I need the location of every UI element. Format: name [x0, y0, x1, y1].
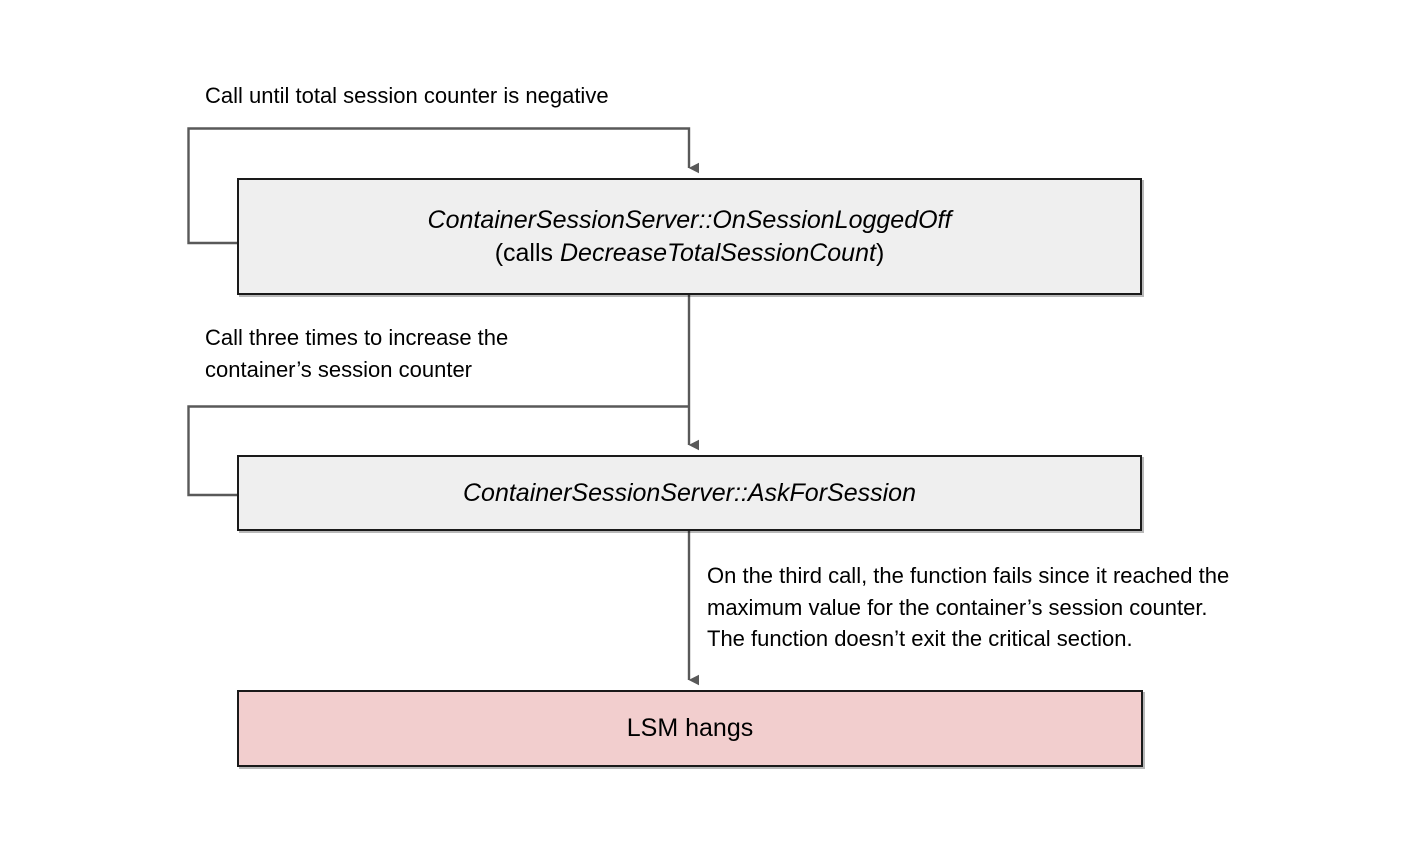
annotation-third-call: On the third call, the function fails si…: [707, 563, 1230, 652]
node-on-session-logged-off-line1: ContainerSessionServer::OnSessionLoggedO…: [427, 205, 952, 234]
node-ask-for-session-label: ContainerSessionServer::AskForSession: [463, 478, 916, 507]
node-on-session-logged-off-line2-emphasis: DecreaseTotalSessionCount: [560, 238, 876, 267]
node-on-session-logged-off-line2-prefix: (calls: [494, 238, 560, 267]
annotation-loop-three: Call three times to increase the contain…: [205, 325, 509, 382]
node-lsm-hangs[interactable]: LSM hangs: [237, 690, 1143, 767]
node-ask-for-session[interactable]: ContainerSessionServer::AskForSession: [237, 455, 1142, 531]
node-on-session-logged-off[interactable]: ContainerSessionServer::OnSessionLoggedO…: [237, 178, 1142, 295]
node-lsm-hangs-label: LSM hangs: [626, 714, 754, 742]
annotation-loop-total: Call until total session counter is nega…: [205, 83, 609, 108]
node-on-session-logged-off-label: ContainerSessionServer::OnSessionLoggedO…: [410, 204, 970, 270]
node-on-session-logged-off-line2-suffix: ): [875, 238, 885, 267]
